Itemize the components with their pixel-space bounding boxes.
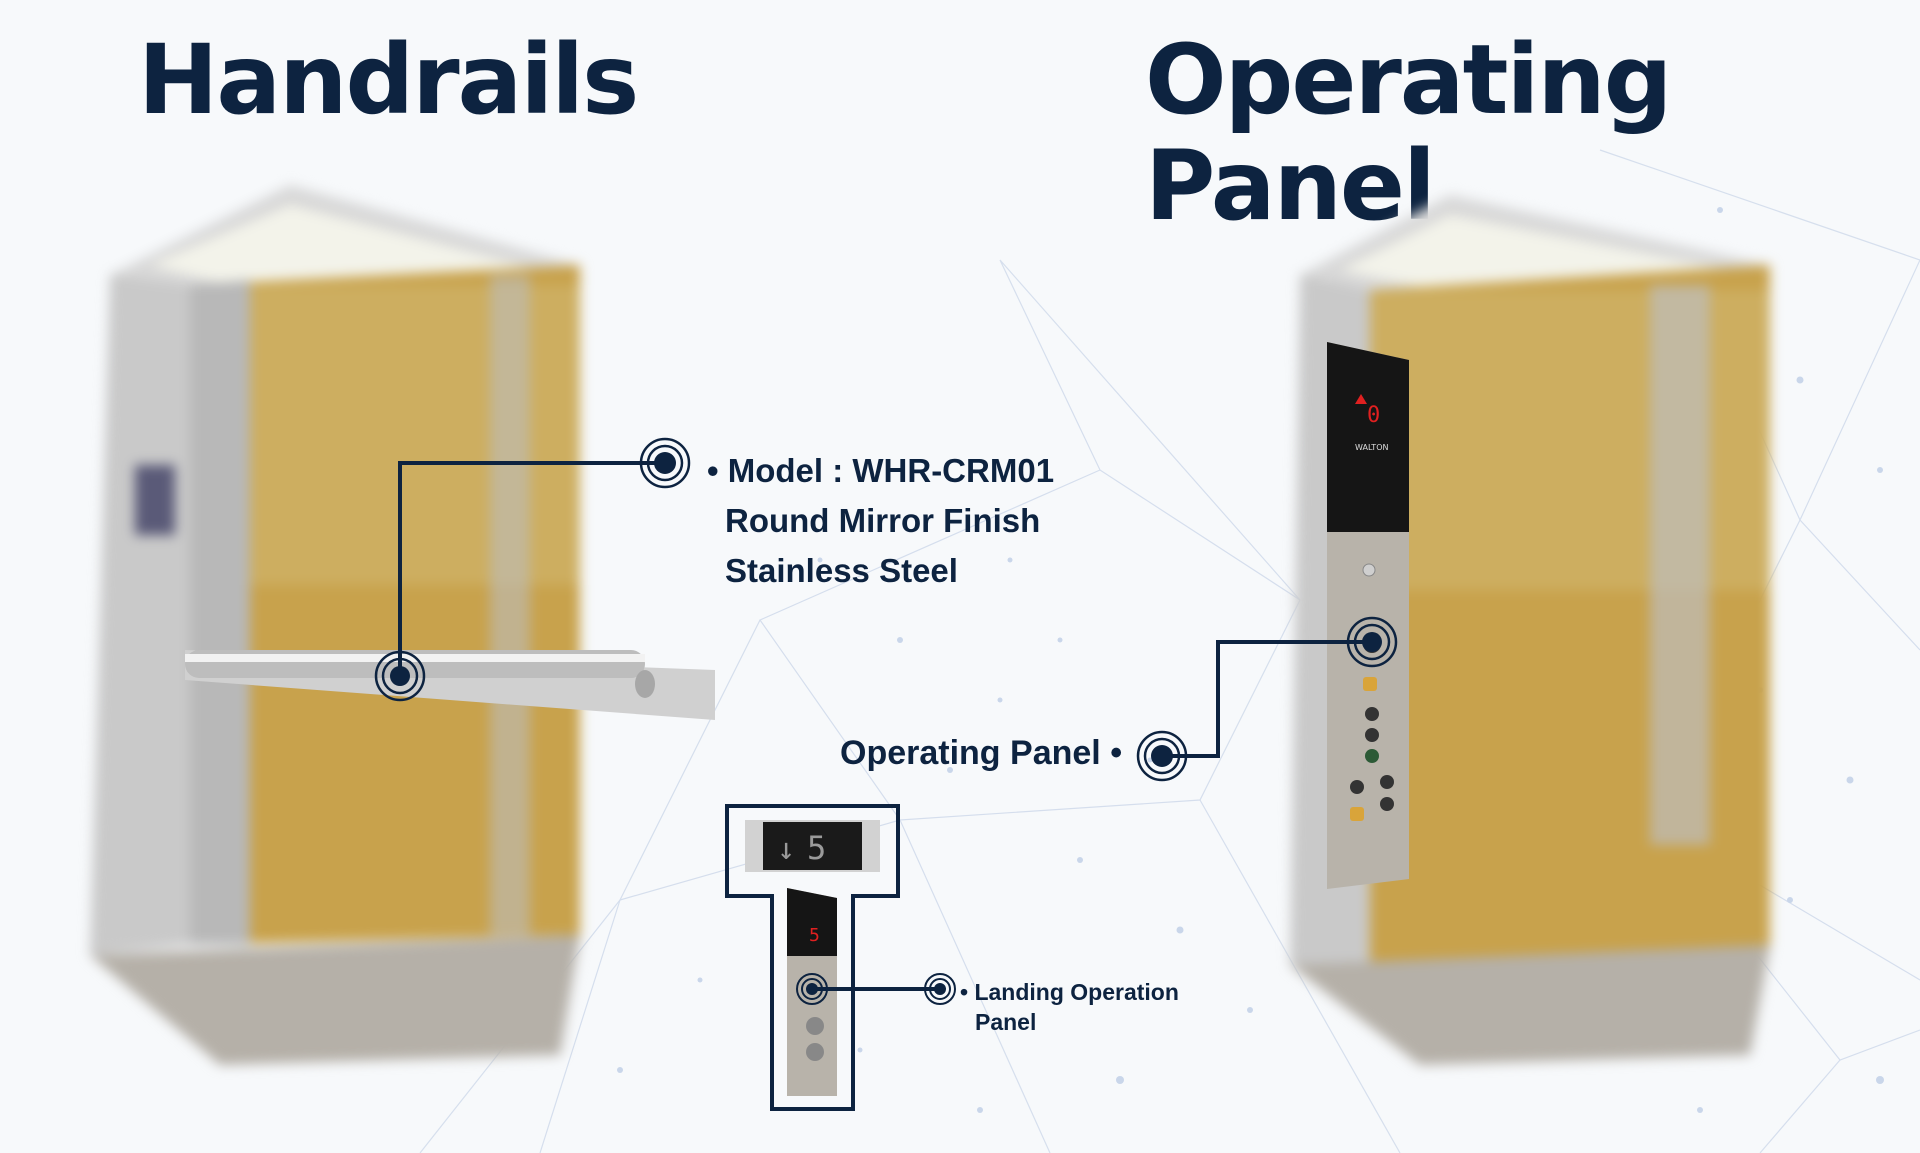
handrail-model-line: • Model : WHR-CRM01	[707, 446, 1054, 496]
landing-panel-anchor-marker	[796, 973, 828, 1005]
operating-panel-callout-text: Operating Panel •	[840, 734, 1122, 773]
handrail-material-label: Stainless Steel	[725, 552, 958, 589]
handrail-callout-text: • Model : WHR-CRM01 Round Mirror Finish …	[707, 446, 1054, 596]
lop-floor-indicator: 5	[809, 925, 820, 946]
cop-brand-label: WALTON	[1355, 443, 1388, 452]
operating-panel-target-marker	[1136, 730, 1188, 782]
landing-panel-label-line1: Landing Operation	[974, 979, 1179, 1005]
bullet: •	[960, 979, 969, 1005]
landing-panel-label-line2: Panel	[975, 1009, 1037, 1035]
handrail-model-label: Model : WHR-CRM01	[727, 452, 1055, 489]
operating-panel-anchor-marker	[1346, 616, 1398, 668]
bullet: •	[1110, 734, 1123, 772]
lop-hall-arrow-icon: ↓	[777, 832, 795, 867]
bullet: •	[707, 452, 719, 489]
car-operating-panel-image: 0 WALTON	[1327, 342, 1409, 889]
elevator-cabin-left-image	[90, 185, 580, 1065]
cop-up-arrow-icon	[1355, 394, 1367, 404]
operating-panel-title: Operating Panel	[1145, 24, 1672, 242]
cop-floor-indicator: 0	[1367, 403, 1380, 428]
handrail-anchor-marker	[374, 650, 426, 702]
handrail-finish-label: Round Mirror Finish	[725, 502, 1041, 539]
lop-hall-floor-indicator: 5	[807, 829, 826, 867]
elevator-cabin-right-image	[1290, 195, 1770, 1065]
landing-panel-target-marker	[924, 973, 956, 1005]
operating-panel-label: Operating Panel	[840, 734, 1101, 772]
handrail-target-marker	[639, 437, 691, 489]
handrails-title: Handrails	[138, 24, 639, 136]
landing-panel-callout-text: • Landing Operation Panel	[960, 977, 1179, 1037]
